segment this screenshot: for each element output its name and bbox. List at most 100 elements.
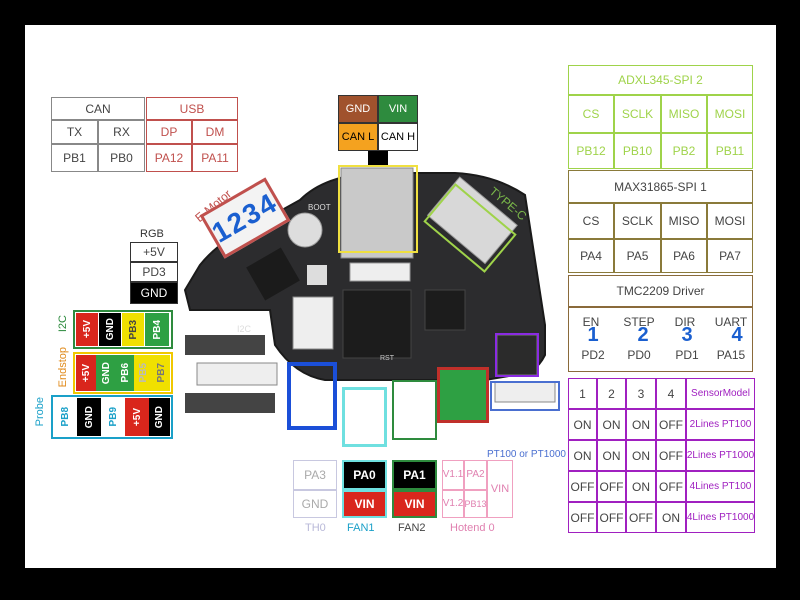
rgb-title: RGB xyxy=(140,228,164,240)
i2c-frame xyxy=(73,310,173,349)
hotend-pin-v11: V1.1 xyxy=(442,460,464,490)
tmc-pin-step: PD0 xyxy=(627,348,651,362)
adxl-pin-cs: PB12 xyxy=(568,133,614,169)
rst-silk-label: RST xyxy=(380,355,395,362)
can-tx-pin: PB1 xyxy=(51,144,98,172)
tmc-header-step: STEP xyxy=(623,315,655,329)
usb-dp-label: DP xyxy=(146,120,192,144)
sensor-cell: OFF xyxy=(626,502,656,533)
endstop-pin-5v: +5V xyxy=(76,355,96,391)
dip-switch-highlight xyxy=(495,333,539,377)
i2c-pin-gnd: GND xyxy=(99,313,121,346)
adxl-header-sclk: SCLK xyxy=(614,95,661,133)
tmc-pin-en: PD2 xyxy=(581,348,605,362)
fan1-label: FAN1 xyxy=(347,522,375,534)
tmc-pin-uart: PA15 xyxy=(716,348,746,362)
fan2-pin-vin: VIN xyxy=(392,490,437,518)
adxl-pin-mosi: PB11 xyxy=(707,133,753,169)
adxl-header-miso: MISO xyxy=(661,95,707,133)
sensor-model-cell: 4Lines PT100 xyxy=(686,471,755,502)
probe-pin-pb8: PB8 xyxy=(54,398,77,436)
adxl-pin-sclk: PB10 xyxy=(614,133,661,169)
max-pin-miso: PA6 xyxy=(661,239,707,273)
probe-pin-5v: +5V xyxy=(125,398,149,436)
max-header-mosi: MOSI xyxy=(707,203,753,239)
can-port-highlight xyxy=(338,165,418,253)
can-tx-label: TX xyxy=(51,120,98,144)
can-connector-canl: CAN L xyxy=(338,123,378,151)
sensor-cell: ON xyxy=(626,409,656,440)
rgb-5v: +5V xyxy=(130,242,178,262)
pt100-label: PT100 or PT1000 xyxy=(487,449,566,460)
can-title: CAN xyxy=(51,97,145,120)
sensor-cell: OFF xyxy=(597,471,626,502)
probe-label: Probe xyxy=(34,397,46,427)
th0-label: TH0 xyxy=(305,522,326,534)
fan1-connector-highlight xyxy=(342,387,387,447)
max-header-miso: MISO xyxy=(661,203,707,239)
sensor-cell: ON xyxy=(568,409,597,440)
adxl-header-mosi: MOSI xyxy=(707,95,753,133)
i2c-pin-pb4: PB4 xyxy=(145,313,169,346)
can-connector-stem xyxy=(368,151,388,165)
i2c-silk-label: I2C xyxy=(237,324,252,334)
th0-pin-pa3: PA3 xyxy=(293,460,337,490)
usb-title: USB xyxy=(146,97,238,120)
sensor-cell: ON xyxy=(568,440,597,471)
fan1-pin-pa0: PA0 xyxy=(342,460,387,490)
boot-silk-label: BOOT xyxy=(308,203,331,212)
sensor-cell: ON xyxy=(597,440,626,471)
sensor-header-4: 4 xyxy=(656,378,686,409)
tmc-header-en: EN xyxy=(582,315,600,329)
tmc-header-dir: DIR xyxy=(674,315,696,329)
max-header-cs: CS xyxy=(568,203,614,239)
i2c-pin-5v: +5V xyxy=(76,313,98,346)
i2c-label: I2C xyxy=(57,315,69,333)
sensor-cell: ON xyxy=(597,409,626,440)
rgb-gnd: GND xyxy=(130,282,178,304)
usb-dm-pin: PA11 xyxy=(192,144,238,172)
usb-dm-label: DM xyxy=(192,120,238,144)
endstop-pin-pb7: PB7 xyxy=(152,355,170,391)
sensor-header-3: 3 xyxy=(626,378,656,409)
tmc-num-1: 1 xyxy=(587,324,599,346)
fan2-pin-pa1: PA1 xyxy=(392,460,437,490)
endstop-label: Endstop xyxy=(57,347,69,388)
fan1-pin-vin: VIN xyxy=(342,490,387,518)
sensor-cell: ON xyxy=(656,502,686,533)
sensor-model-cell: 2Lines PT100 xyxy=(686,409,755,440)
probe-pin-gnd2: GND xyxy=(149,398,170,436)
fan2-connector-highlight xyxy=(392,380,437,440)
endstop-frame xyxy=(73,352,173,394)
sensor-model-cell: 2Lines PT1000 xyxy=(686,440,755,471)
endstop-pin-pb5: PB5 xyxy=(134,355,152,391)
sensor-model-table: 1 2 3 4 SensorModel ON ON ON OFF 2Lines … xyxy=(568,378,755,533)
max-title: MAX31865-SPI 1 xyxy=(568,170,753,203)
can-rx-label: RX xyxy=(98,120,145,144)
tmc-header-uart: UART xyxy=(714,315,748,329)
rgb-pd3: PD3 xyxy=(130,262,178,282)
tmc-num-4: 4 xyxy=(731,324,743,346)
sensor-header-1: 1 xyxy=(568,378,597,409)
hotend-pin-v12: V1.2 xyxy=(442,490,464,518)
sensor-cell: OFF xyxy=(656,440,686,471)
tmc-num-2: 2 xyxy=(637,324,649,346)
hotend-connector-highlight xyxy=(437,367,489,423)
sensor-header-2: 2 xyxy=(597,378,626,409)
sensor-model-cell: 4Lines PT1000 xyxy=(686,502,755,533)
sensor-cell: OFF xyxy=(568,502,597,533)
sensor-cell: ON xyxy=(626,440,656,471)
fan2-label: FAN2 xyxy=(398,522,426,534)
probe-pin-pb9: PB9 xyxy=(101,398,125,436)
th0-pin-gnd: GND xyxy=(293,490,337,518)
pt100-connector-highlight xyxy=(490,381,560,411)
max-pin-mosi: PA7 xyxy=(707,239,753,273)
can-connector-gnd: GND xyxy=(338,95,378,123)
max-pin-cs: PA4 xyxy=(568,239,614,273)
sensor-cell: OFF xyxy=(597,502,626,533)
adxl-pin-miso: PB2 xyxy=(661,133,707,169)
sensor-cell: OFF xyxy=(568,471,597,502)
can-rx-pin: PB0 xyxy=(98,144,145,172)
endstop-pin-pb6: PB6 xyxy=(116,355,134,391)
can-connector-canh: CAN H xyxy=(378,123,418,151)
